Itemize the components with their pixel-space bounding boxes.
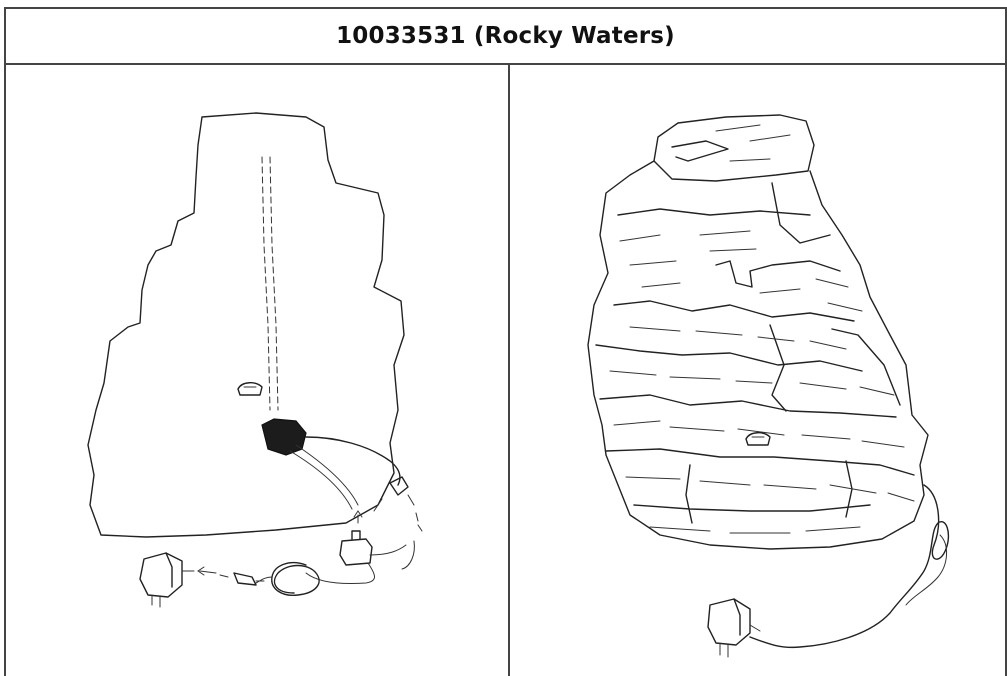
assembled-fountain-cell xyxy=(510,65,1005,676)
illustration-row xyxy=(6,65,1005,676)
rock-waterfall-fountain-icon xyxy=(587,114,950,658)
fountain-installation-diagram-icon xyxy=(87,112,423,608)
product-sheet-table: 10033531 (Rocky Waters) xyxy=(4,7,1007,676)
installation-cell xyxy=(6,65,510,676)
product-title: 10033531 (Rocky Waters) xyxy=(6,9,1005,65)
